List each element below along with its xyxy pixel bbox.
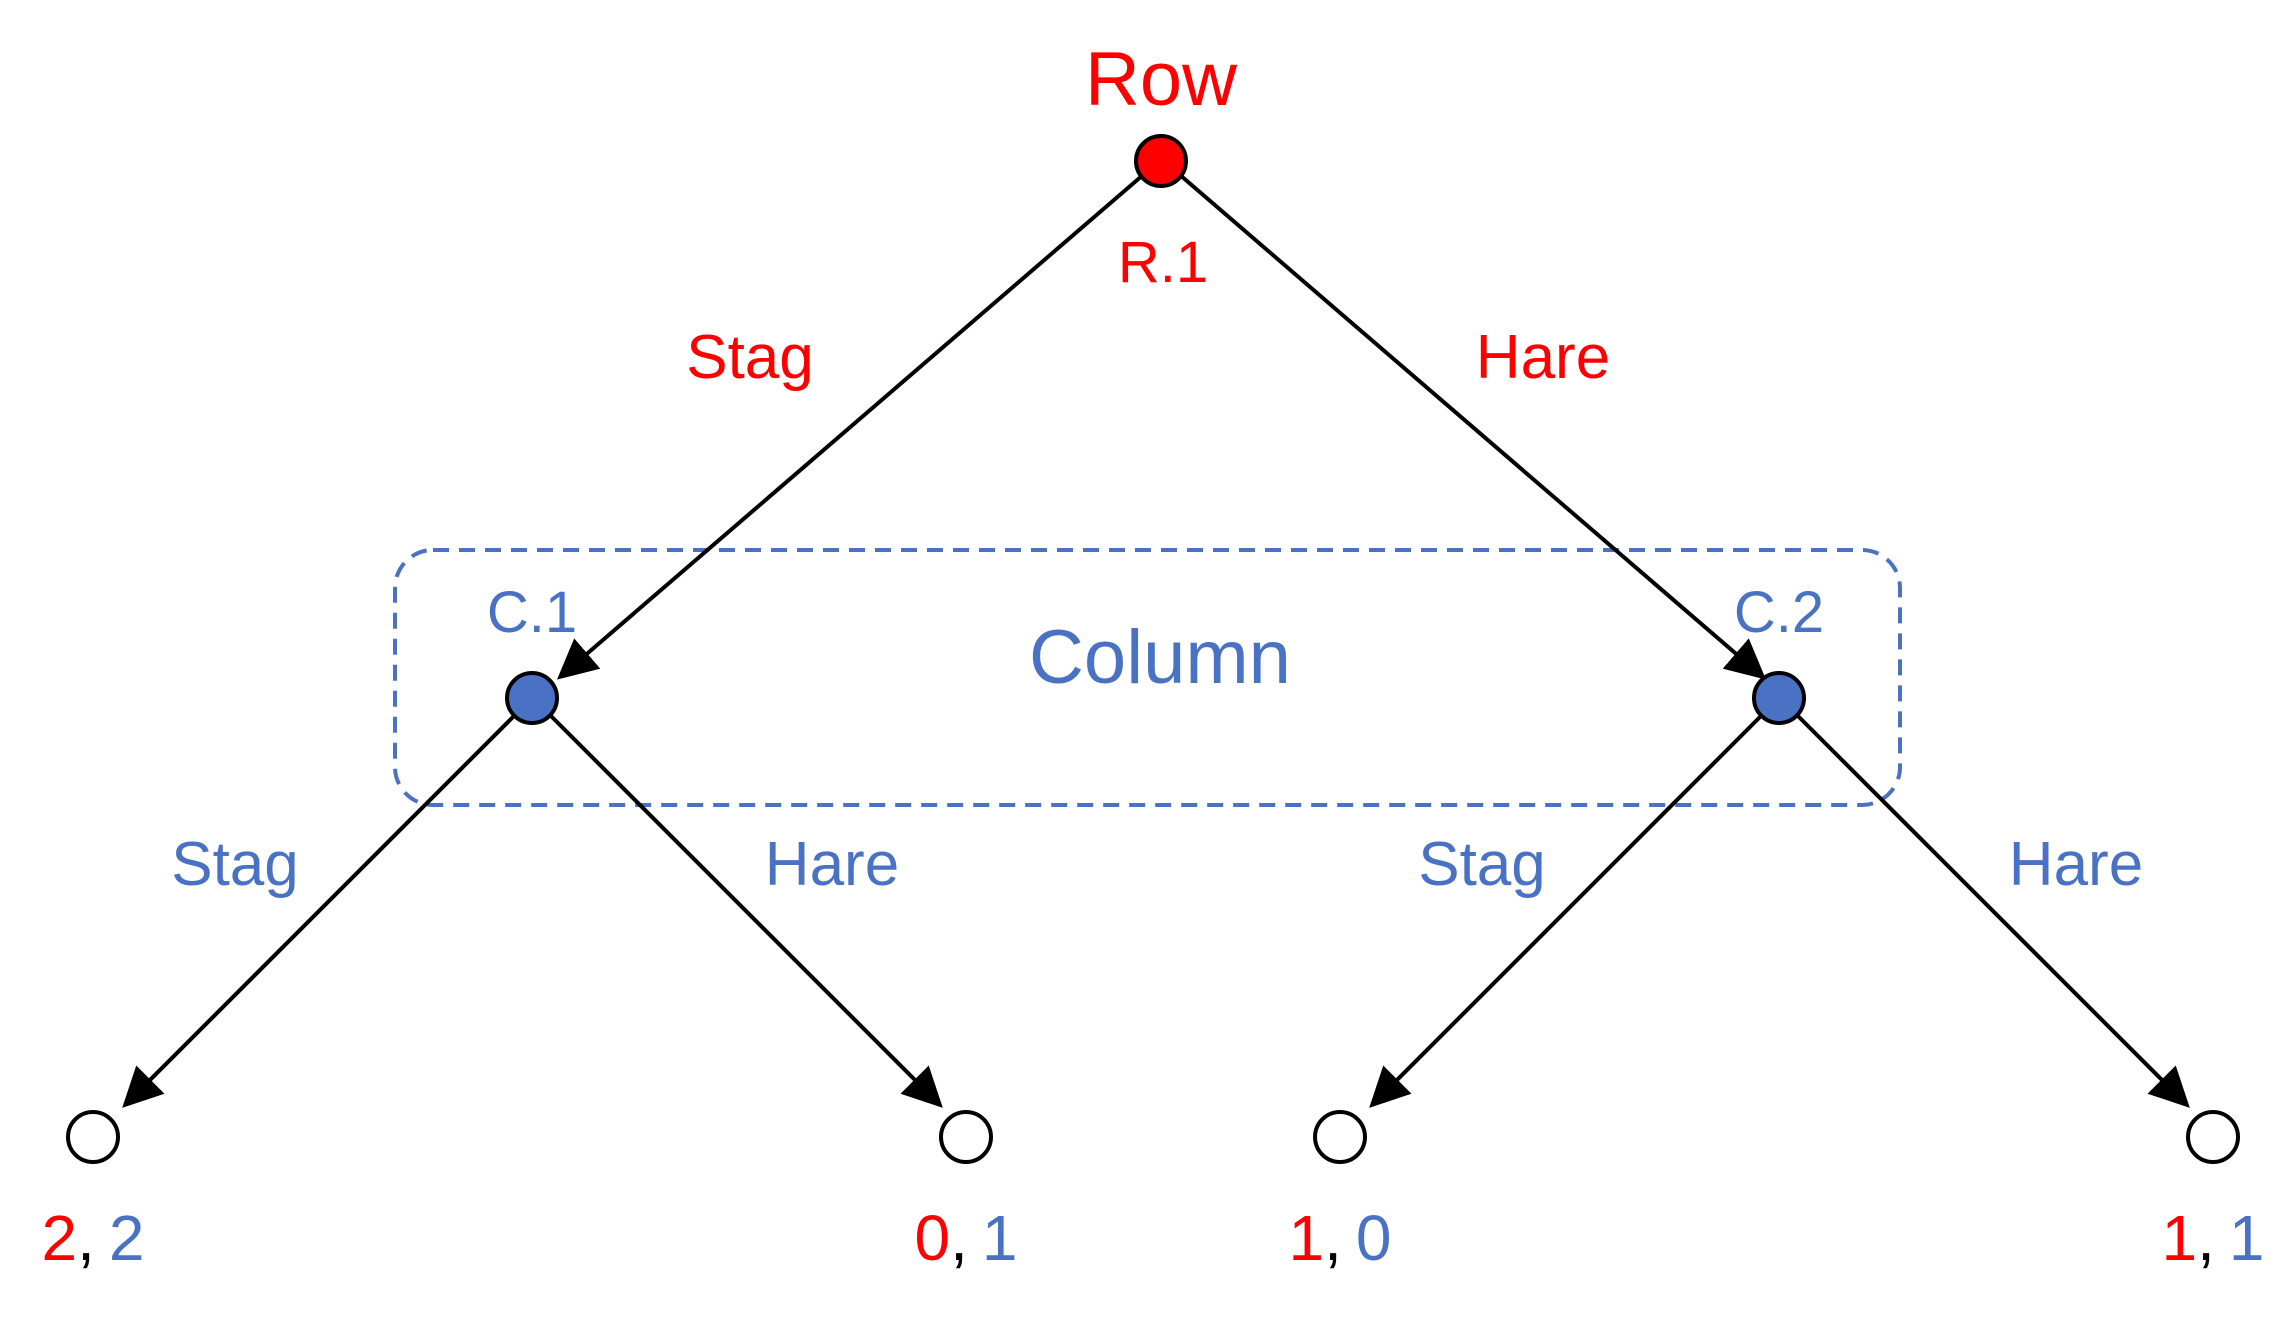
c2-action-hare-label: Hare (2009, 830, 2143, 899)
column-player-label: Column (1029, 615, 1291, 700)
edge-c2-hare (1795, 713, 2190, 1108)
row-action-stag-label: Stag (686, 323, 814, 392)
payoff-1: 2,2 (42, 1202, 145, 1274)
c1-action-hare-label: Hare (765, 830, 899, 899)
payoff-2-row: 0 (915, 1202, 951, 1274)
payoff-4-row: 1 (2162, 1202, 2198, 1274)
column-decision-node-c1 (505, 671, 559, 725)
c1-action-stag-label: Stag (171, 830, 299, 899)
payoff-3-row: 1 (1289, 1202, 1325, 1274)
edge-c1-stag (122, 713, 517, 1108)
payoff-1-row: 2 (42, 1202, 78, 1274)
payoff-2-col: 1 (982, 1202, 1018, 1274)
edge-c2-stag (1369, 713, 1764, 1108)
row-node-label: R.1 (1118, 230, 1208, 295)
payoff-4-col: 1 (2229, 1202, 2265, 1274)
c2-node-label: C.2 (1734, 580, 1824, 645)
row-player-label: Row (1085, 37, 1238, 122)
terminal-node-1 (66, 1110, 120, 1164)
c2-action-stag-label: Stag (1418, 830, 1546, 899)
terminal-node-2 (939, 1110, 993, 1164)
terminal-node-4 (2186, 1110, 2240, 1164)
payoff-4: 1,1 (2162, 1202, 2265, 1274)
edge-row-hare (1178, 173, 1767, 680)
payoff-2: 0,1 (915, 1202, 1018, 1274)
payoff-4-sep: , (2197, 1202, 2215, 1274)
payoff-1-col: 2 (109, 1202, 145, 1274)
column-information-set (393, 548, 1902, 807)
payoff-1-sep: , (77, 1202, 95, 1274)
column-decision-node-c2 (1752, 671, 1806, 725)
row-action-hare-label: Hare (1476, 323, 1610, 392)
edge-c1-hare (548, 713, 943, 1108)
c1-node-label: C.1 (487, 580, 577, 645)
edge-row-stag (556, 173, 1145, 680)
payoff-2-sep: , (950, 1202, 968, 1274)
payoff-3: 1,0 (1289, 1202, 1392, 1274)
terminal-node-3 (1313, 1110, 1367, 1164)
payoff-3-sep: , (1324, 1202, 1342, 1274)
payoff-3-col: 0 (1356, 1202, 1392, 1274)
row-decision-node (1134, 134, 1188, 188)
